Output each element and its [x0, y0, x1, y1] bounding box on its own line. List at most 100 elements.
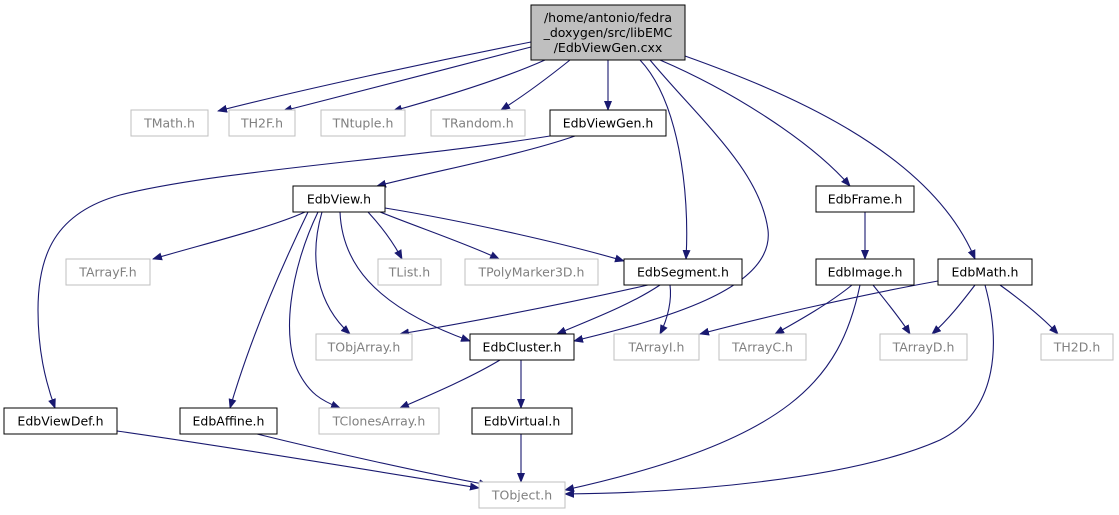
node-tarrayi: TArrayI.h [613, 333, 700, 361]
node-box [464, 258, 599, 286]
edge-edbsegment-to-tarrayi [659, 284, 672, 335]
edge-edbviewgen-to-edbviewdef [37, 135, 551, 409]
edge-edbsegment-to-tobjarray [399, 284, 649, 337]
node-label: EdbView.h [307, 192, 371, 207]
node-label: TList.h [388, 265, 430, 280]
node-box [318, 407, 440, 435]
node-box [292, 185, 386, 213]
edge-edbcluster-to-tclonesarray [399, 359, 501, 409]
node-root[interactable]: /home/antonio/fedra_doxygen/src/libEMC/E… [530, 4, 686, 61]
node-label: TPolyMarker3D.h [478, 265, 585, 280]
node-label: TNtuple.h [332, 116, 394, 131]
edge-edbview-to-edbsegment [384, 207, 625, 263]
node-edbframe[interactable]: EdbFrame.h [815, 185, 915, 213]
node-tobjarray: TObjArray.h [315, 333, 413, 361]
node-box [815, 258, 915, 286]
edge-edbsegment-to-edbcluster [556, 284, 661, 335]
edge-edbviewdef-to-tobject [116, 430, 480, 491]
node-label: EdbMath.h [952, 265, 1019, 280]
node-box [179, 407, 278, 435]
edge-edbmath-to-tarrayd [931, 284, 976, 335]
edge-root-to-edbmath [684, 55, 976, 260]
node-edbaffine[interactable]: EdbAffine.h [179, 407, 278, 435]
node-tlist: TList.h [377, 258, 442, 286]
node-box [937, 258, 1033, 286]
node-trandom: TRandom.h [430, 109, 526, 137]
node-edbimage[interactable]: EdbImage.h [815, 258, 915, 286]
edge-root-to-tmath [217, 41, 532, 113]
node-label: EdbSegment.h [637, 265, 729, 280]
edge-root-to-trandom [500, 59, 571, 111]
edge-edbaffine-to-tobject [256, 433, 489, 488]
node-label: TH2F.h [240, 116, 283, 131]
node-tarrayf: TArrayF.h [65, 258, 151, 286]
node-box [430, 109, 526, 137]
edge-edbmath-to-th2d [999, 284, 1059, 335]
node-label: TArrayI.h [628, 340, 685, 355]
edge-edbview-to-edbaffine [228, 211, 309, 409]
node-box [815, 185, 915, 213]
node-box [469, 333, 575, 361]
node-box [3, 407, 118, 435]
node-label: TMath.h [143, 116, 195, 131]
edge-root-to-edbcluster [573, 59, 769, 343]
node-label: EdbFrame.h [828, 192, 903, 207]
node-tmath: TMath.h [130, 109, 209, 137]
node-label: TClonesArray.h [332, 414, 426, 429]
node-edbmath[interactable]: EdbMath.h [937, 258, 1033, 286]
node-tpolymarker3d: TPolyMarker3D.h [464, 258, 599, 286]
node-box [478, 481, 566, 509]
edge-edbimage-to-tobject [564, 284, 861, 492]
node-edbviewgen[interactable]: EdbViewGen.h [549, 109, 667, 137]
node-th2d: TH2D.h [1040, 333, 1114, 361]
node-box [530, 4, 686, 61]
edge-edbmath-to-tobject [564, 284, 994, 498]
edge-root-to-edbframe [659, 59, 851, 187]
node-edbcluster[interactable]: EdbCluster.h [469, 333, 575, 361]
node-box [65, 258, 151, 286]
edge-edbview-to-tpolymarker3d [379, 211, 500, 260]
node-label: EdbImage.h [828, 265, 903, 280]
edge-edbviewgen-to-edbview [376, 135, 576, 188]
node-box [130, 109, 209, 137]
edge-root-to-th2f [282, 46, 532, 113]
node-box [320, 109, 406, 137]
edge-root-to-tntuple [392, 59, 546, 113]
node-tclonesarray: TClonesArray.h [318, 407, 440, 435]
node-label: TObjArray.h [327, 340, 401, 355]
node-th2f: TH2F.h [228, 109, 296, 137]
node-box [613, 333, 700, 361]
node-label: /EdbViewGen.cxx [554, 40, 663, 55]
node-label: EdbViewGen.h [563, 116, 654, 131]
node-label: _doxygen/src/libEMC [543, 25, 673, 40]
edge-edbview-to-tlist [367, 211, 403, 260]
node-tntuple: TNtuple.h [320, 109, 406, 137]
node-label: TRandom.h [441, 116, 513, 131]
node-box [1040, 333, 1114, 361]
node-box [228, 109, 296, 137]
edge-root-to-edbsegment [639, 59, 691, 260]
node-edbsegment[interactable]: EdbSegment.h [623, 258, 743, 286]
node-label: EdbViewDef.h [17, 414, 103, 429]
edge-edbview-to-tarrayf [152, 211, 306, 261]
node-label: TObject.h [491, 488, 552, 503]
node-tarrayd: TArrayD.h [879, 333, 968, 361]
node-label: EdbVirtual.h [484, 414, 561, 429]
node-box [315, 333, 413, 361]
node-label: EdbAffine.h [193, 414, 265, 429]
node-edbvirtual[interactable]: EdbVirtual.h [471, 407, 573, 435]
node-tobject: TObject.h [478, 481, 566, 509]
node-label: TArrayD.h [892, 340, 955, 355]
node-edbviewdef[interactable]: EdbViewDef.h [3, 407, 118, 435]
edge-edbimage-to-tarrayc [774, 284, 853, 335]
edge-edbmath-to-tarrayi [699, 280, 939, 336]
node-label: /home/antonio/fedra [544, 10, 672, 25]
node-tarrayc: TArrayC.h [718, 333, 807, 361]
node-box [377, 258, 442, 286]
edge-edbimage-to-tarrayd [872, 284, 911, 335]
node-box [549, 109, 667, 137]
node-edbview[interactable]: EdbView.h [292, 185, 386, 213]
node-box [879, 333, 968, 361]
edge-layer [37, 41, 1059, 498]
